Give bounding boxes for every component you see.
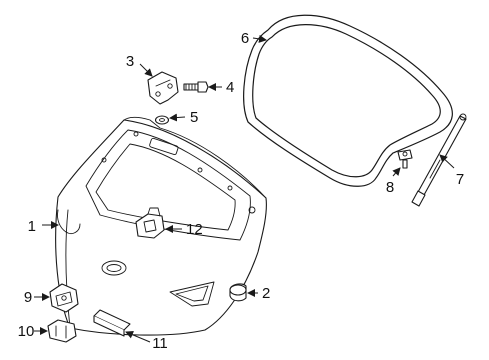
weatherstrip-seal bbox=[243, 14, 453, 187]
callout-11: 11 bbox=[152, 335, 168, 352]
gas-strut bbox=[411, 113, 467, 207]
callout-7: 7 bbox=[456, 171, 464, 188]
callout-6: 6 bbox=[241, 30, 249, 47]
callout-4: 4 bbox=[226, 79, 234, 96]
bolt-part bbox=[183, 81, 209, 93]
hinge-part bbox=[147, 71, 179, 105]
callout-3: 3 bbox=[126, 53, 134, 70]
latch-part bbox=[135, 207, 165, 239]
bumper-stop bbox=[229, 283, 247, 302]
callout-5: 5 bbox=[190, 109, 198, 126]
handle-part bbox=[93, 309, 131, 337]
callout-10: 10 bbox=[18, 323, 35, 340]
callout-2: 2 bbox=[262, 285, 270, 302]
callout-1: 1 bbox=[28, 218, 36, 235]
callout-9: 9 bbox=[24, 289, 32, 306]
callout-12: 12 bbox=[186, 221, 203, 238]
callout-8: 8 bbox=[386, 179, 394, 196]
nut-part bbox=[154, 115, 170, 125]
lower-hinge bbox=[49, 283, 79, 313]
strut-stud bbox=[397, 149, 413, 169]
callout-labels: 1 2 3 4 5 6 7 8 9 10 11 12 bbox=[18, 30, 465, 352]
leader-lines bbox=[34, 34, 455, 343]
striker-bracket bbox=[47, 319, 77, 343]
